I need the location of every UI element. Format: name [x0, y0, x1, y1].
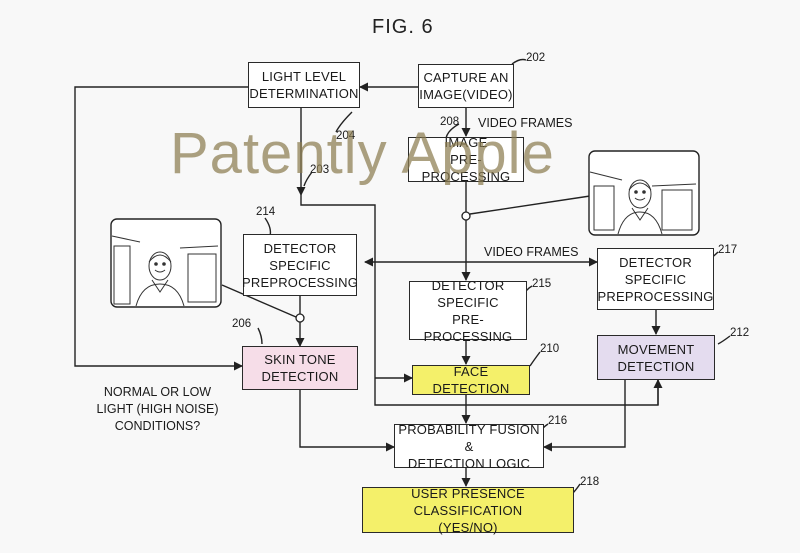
box-line: DETECTOR	[619, 254, 692, 270]
image-preprocessing-box: IMAGE PRE-PROCESSING	[408, 134, 524, 185]
image-preprocessing-box-text: IMAGE PRE-PROCESSING	[412, 134, 520, 185]
ref-204: 204	[336, 130, 356, 142]
box-line: PREPROCESSING	[242, 274, 359, 290]
figure-title: FIG. 6	[372, 16, 434, 38]
box-line: FACE DETECTION	[432, 364, 510, 396]
video-frames-label-top: VIDEO FRAMES	[478, 116, 573, 130]
ref-leader-208	[445, 123, 460, 139]
box-line: SPECIFIC	[437, 294, 499, 310]
ref-214: 214	[256, 206, 276, 218]
box-line: IMAGE	[444, 135, 488, 150]
camera-frame-image-left	[110, 218, 222, 308]
box-line: PRE-PROCESSING	[423, 311, 513, 344]
user-presence-classification-box: USER PRESENCE CLASSIFICATION(YES/NO)	[362, 485, 574, 536]
probability-fusion-box: PROBABILITY FUSION &DETECTION LOGIC	[394, 422, 544, 471]
edge-light-to-skin	[74, 86, 248, 371]
note-line-1: NORMAL OR LOW	[103, 385, 212, 399]
watermark: Patently Apple	[170, 121, 555, 186]
junction-node-left	[295, 313, 305, 323]
ref-202: 202	[526, 52, 546, 64]
face-detection-box-text: FACE DETECTION	[416, 363, 526, 397]
box-line: DETECTOR	[263, 240, 337, 256]
capture-image-box-text: CAPTURE AN IMAGE(VIDEO)	[419, 69, 512, 103]
light-level-determination-box: LIGHT LEVEL DETERMINATION	[248, 62, 360, 108]
box-line: SKIN TONE	[264, 352, 336, 367]
box-line: (YES/NO)	[438, 519, 498, 535]
box-line: MOVEMENT	[617, 341, 695, 357]
ref-217: 217	[718, 244, 738, 256]
box-line: USER PRESENCE CLASSIFICATION	[411, 485, 525, 518]
edge-junction-to-left-image	[221, 284, 297, 318]
ref-leader-202	[511, 58, 527, 65]
box-line: PROBABILITY FUSION &	[398, 421, 540, 454]
face-detection-box: FACE DETECTION	[412, 363, 530, 397]
note-line-2: LIGHT (HIGH NOISE)	[96, 402, 219, 416]
box-line: DETECTION LOGIC	[407, 455, 531, 471]
ref-leader-210	[529, 351, 541, 367]
camera-frame-image-right	[588, 150, 700, 236]
box-line: IMAGE(VIDEO)	[419, 87, 513, 102]
box-line: SPECIFIC	[624, 271, 687, 287]
junction-node-main	[461, 211, 471, 221]
ref-leader-212	[717, 335, 731, 345]
box-line: PRE-PROCESSING	[421, 152, 511, 184]
skin-tone-detection-box: SKIN TONE DETECTION	[242, 346, 358, 390]
light-condition-question: NORMAL OR LOW LIGHT (HIGH NOISE) CONDITI…	[95, 384, 220, 435]
light-level-determination-box-text: LIGHT LEVEL DETERMINATION	[249, 68, 358, 102]
box-line: PREPROCESSING	[597, 288, 714, 304]
user-presence-classification-box-text: USER PRESENCE CLASSIFICATION(YES/NO)	[366, 485, 570, 536]
ref-leader-206	[257, 327, 263, 345]
box-line: DETECTOR	[431, 277, 505, 293]
box-line: DETERMINATION	[249, 86, 359, 101]
ref-leader-203	[303, 171, 313, 187]
box-line: SPECIFIC	[269, 257, 331, 273]
probability-fusion-box-text: PROBABILITY FUSION &DETECTION LOGIC	[398, 421, 540, 472]
ref-206: 206	[232, 318, 252, 330]
ref-208: 208	[440, 116, 460, 128]
ref-203: 203	[310, 164, 330, 176]
ref-210: 210	[540, 343, 560, 355]
box-line: DETECTION	[617, 358, 695, 374]
box-line: CAPTURE AN	[423, 70, 509, 85]
edge-movement-to-fusion	[543, 380, 626, 452]
ref-215: 215	[532, 278, 552, 290]
box-line: LIGHT LEVEL	[261, 69, 347, 84]
skin-tone-detection-box-text: SKIN TONE DETECTION	[262, 351, 339, 385]
ref-218: 218	[580, 476, 600, 488]
capture-image-box: CAPTURE AN IMAGE(VIDEO)	[418, 64, 514, 108]
edge-skin-to-fusion	[299, 390, 395, 452]
note-line-3: CONDITIONS?	[114, 419, 201, 433]
edge-junction-to-camera	[469, 195, 591, 215]
video-frames-label-mid: VIDEO FRAMES	[484, 245, 579, 259]
ref-leader-204	[335, 111, 353, 133]
ref-216: 216	[548, 415, 568, 427]
box-line: DETECTION	[261, 369, 339, 384]
ref-212: 212	[730, 327, 750, 339]
